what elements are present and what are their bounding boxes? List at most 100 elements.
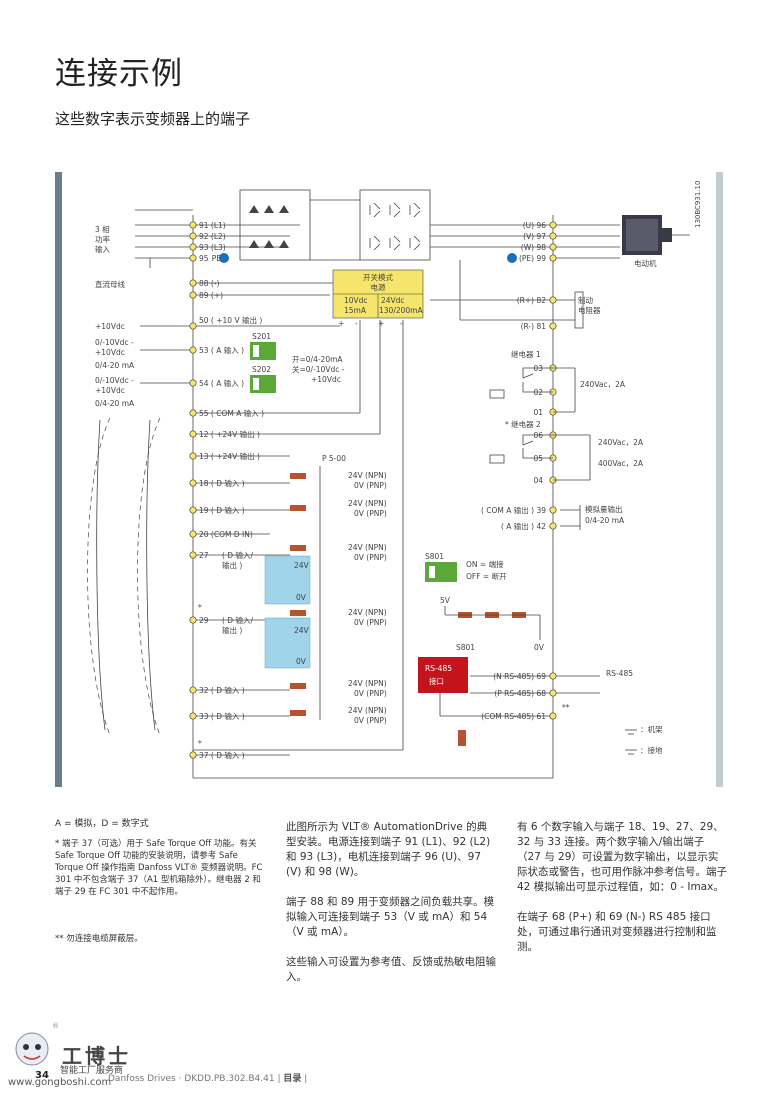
term-96: (U) 96 (523, 221, 546, 230)
brake-2: 电阻器 (578, 305, 601, 315)
p500-label: P 5-00 (322, 454, 346, 463)
double-star: ** (562, 703, 570, 712)
term-81: (R-) 81 (521, 322, 547, 331)
analog-out-2: 0/4-20 mA (585, 516, 625, 525)
mascot-logo-icon (15, 1032, 49, 1066)
rs485-box (418, 657, 468, 693)
logo-url[interactable]: www.gongboshi.com (8, 1077, 112, 1088)
psu-sign-3: + (378, 319, 384, 328)
term-93: 93 (L3) (199, 243, 226, 252)
ai54-3: 0/4-20 mA (95, 399, 135, 408)
logo-text: 工博士 (62, 1044, 131, 1068)
term-69: (N RS-485) 69 (493, 672, 546, 681)
npn-18: 24V (NPN) (348, 471, 387, 480)
v0-label: 0V (534, 643, 545, 652)
term-12: 12 ( +24V 输出 ) (199, 429, 260, 439)
page-subtitle: 这些数字表示变频器上的端子 (55, 110, 251, 128)
psu-left-1: 10Vdc (344, 296, 368, 305)
t29-box (264, 617, 311, 669)
term-95: 95 (199, 254, 209, 263)
s201-text-2: 关=0/-10Vdc - (292, 364, 345, 374)
s801-text-1: ON = 端接 (466, 559, 504, 569)
term-32: 32 ( D 输入 ) (199, 685, 245, 695)
v5-label: 5V (440, 596, 451, 605)
psu-right-1: 24Vdc (381, 296, 405, 305)
term-55: 55 ( COM A 输入 ) (199, 408, 264, 418)
page-number: 34 (35, 1070, 49, 1081)
term-29: 29 (199, 616, 209, 625)
term-61: (COM RS-485) 61 (481, 712, 546, 721)
body-column-3: 有 6 个数字输入与端子 18、19、27、29、32 与 33 连接。两个数字… (517, 820, 727, 970)
motor-icon (622, 215, 690, 255)
term-91: 91 (L1) (199, 221, 226, 230)
term-27-label-2: 输出 ) (222, 560, 242, 570)
t29-24v: 24V (294, 626, 310, 635)
term-03: 03 (533, 364, 543, 373)
power-lines (135, 189, 620, 329)
term-29-label-2: 输出 ) (222, 625, 242, 635)
inverter-switches (369, 202, 421, 251)
c2-paragraph-2: 端子 88 和 89 用于变频器之间负载共享。模拟输入可连接到端子 53（V 或… (286, 896, 495, 938)
s201-label: S201 (252, 332, 271, 341)
term-27-label-1: ( D 输入/ (222, 550, 253, 560)
psu-title-1: 开关模式 (363, 272, 393, 282)
term-20: 20 (COM D IN) (199, 530, 253, 539)
term-89: 89 (+) (199, 291, 223, 300)
term-13: 13 ( +24V 输出 ) (199, 451, 260, 461)
s201-text-3: +10Vdc (311, 375, 341, 384)
term-97: (V) 97 (523, 232, 546, 241)
term-37-star: * (198, 739, 202, 748)
t27-24v: 24V (294, 561, 310, 570)
note-shield: ** 勿连接电缆屏蔽层。 (55, 934, 143, 944)
ai54-1: 0/-10Vdc - (95, 376, 134, 385)
pnp-27: 0V (PNP) (354, 553, 387, 562)
term-50: 50 ( +10 V 输出 ) (199, 315, 262, 325)
term-05: 05 (533, 454, 543, 463)
pnp-32: 0V (PNP) (354, 689, 387, 698)
left-bar (55, 172, 62, 787)
npn-32: 24V (NPN) (348, 679, 387, 688)
term-33: 33 ( D 输入 ) (199, 711, 245, 721)
term-68: (P RS-485) 68 (494, 689, 546, 698)
registered-mark: ® (52, 1022, 59, 1030)
psu-title-2: 电源 (371, 282, 386, 292)
t27-0v: 0V (296, 593, 307, 602)
ref-code: 130BC931.10 (694, 181, 702, 228)
page-title: 连接示例 (55, 56, 183, 92)
pe-right-icon (507, 253, 517, 263)
three-phase-2: 功率 (95, 234, 110, 244)
s801b-label: S801 (456, 643, 475, 652)
term-88: 88 (-) (199, 279, 220, 288)
ai53-3: 0/4-20 mA (95, 361, 135, 370)
term-27: 27 (199, 551, 209, 560)
rs485-label: RS-485 (606, 669, 633, 678)
chassis-legend: ：机架 (640, 724, 663, 734)
shield-lines (87, 417, 161, 736)
psu-right-2: 130/200mA (379, 306, 423, 315)
rs485-box-2: 接口 (429, 676, 444, 686)
note-37-text: 端子 37（可选）用于 Safe Torque Off 功能。有关 Safe T… (55, 839, 263, 897)
c2-paragraph-3: 这些输入可设置为参考值、反馈或热敏电阻输入。 (286, 956, 496, 983)
earth-legend: ：接地 (640, 745, 663, 755)
s801-label: S801 (425, 552, 444, 561)
toc-link[interactable]: 目录 (283, 1074, 302, 1084)
legend-text: A = 模拟，D = 数字式 (55, 819, 149, 829)
term-37: 37 ( D 输入 ) (199, 750, 245, 760)
t29-0v: 0V (296, 657, 307, 666)
rs485-box-1: RS-485 (425, 664, 452, 673)
term-06: 06 (533, 431, 543, 440)
pnp-33: 0V (PNP) (354, 716, 387, 725)
term-42: ( A 输出 ) 42 (501, 521, 546, 531)
note-37: * 端子 37（可选）用于 Safe Torque Off 功能。有关 Safe… (55, 838, 265, 898)
relay2-rating-1: 240Vac，2A (598, 438, 644, 447)
relay2-rating-2: 400Vac，2A (598, 459, 644, 468)
relay2-label: * 继电器 2 (505, 419, 541, 429)
note-37-star: * (55, 839, 60, 849)
relay1-rating: 240Vac，2A (580, 380, 626, 389)
psu-sign-1: + (338, 319, 344, 328)
psu-left-2: 15mA (344, 306, 367, 315)
c3-paragraph-1: 有 6 个数字输入与端子 18、19、27、29、32 与 33 连接。两个数字… (517, 821, 727, 893)
main-frame (192, 215, 554, 779)
body-column-2: 此图所示为 VLT® AutomationDrive 的典型安装。电源连接到端子… (286, 820, 496, 1000)
pnp-19: 0V (PNP) (354, 509, 387, 518)
